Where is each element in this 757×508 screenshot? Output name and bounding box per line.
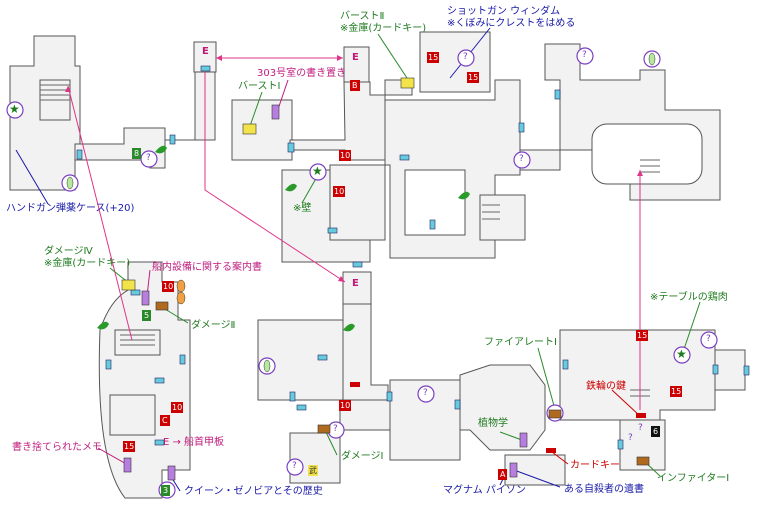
mystery-10: ? bbox=[628, 433, 633, 443]
elevator-s-marker: E bbox=[352, 278, 359, 289]
room-center-mid bbox=[329, 164, 386, 241]
room-elevator-n bbox=[343, 46, 370, 83]
label-burst1: バーストⅠ bbox=[238, 81, 281, 92]
room-east-stairs bbox=[479, 194, 526, 241]
badge-10-sw-lower: 10 bbox=[171, 402, 184, 413]
label-ship-guide: 船内設備に関する案内書 bbox=[152, 262, 262, 273]
badge-c: C bbox=[160, 415, 170, 426]
item-blocks bbox=[66, 52, 656, 481]
label-burst2-sub: ※金庫(カードキー) bbox=[340, 23, 427, 34]
label-handgun-ammo: ハンドガン弾薬ケース(+20) bbox=[6, 203, 135, 214]
label-suicide-note: ある自殺者の遺書 bbox=[564, 484, 644, 495]
room-south-center bbox=[389, 379, 461, 461]
leader-lines bbox=[15, 27, 701, 492]
mystery-7: ? bbox=[706, 334, 711, 344]
room-southwest-stairs bbox=[114, 329, 161, 356]
badge-6: 6 bbox=[651, 426, 661, 437]
room-elevator-s bbox=[342, 271, 372, 305]
room-south-corridor bbox=[342, 303, 389, 401]
room-south-octagon bbox=[459, 364, 546, 451]
badge-15-se-b: 15 bbox=[670, 386, 683, 397]
room-southwest-inner bbox=[109, 394, 156, 436]
badge-3: 3 bbox=[161, 485, 171, 496]
label-firerate1: ファイアレートⅠ bbox=[484, 337, 557, 348]
label-magnum: マグナム パイソン bbox=[443, 485, 526, 496]
label-room303: 303号室の書き置き bbox=[257, 68, 347, 79]
label-discarded-memo: 書き捨てられたメモ bbox=[12, 442, 102, 453]
badge-15-shotgun-b: 15 bbox=[467, 72, 480, 83]
label-queen-zenobia: クイーン・ゼノビアとその歴史 bbox=[184, 486, 323, 497]
star-wall: ★ bbox=[312, 164, 323, 178]
label-iron-key: 鉄輪の鍵 bbox=[586, 381, 626, 392]
label-damage4-sub: ※金庫(カードキー) bbox=[44, 258, 131, 269]
connector-lines bbox=[67, 57, 641, 410]
star-west: ★ bbox=[9, 102, 20, 116]
label-damage2: ダメージⅡ bbox=[191, 320, 236, 331]
badge-8: 8 bbox=[132, 148, 142, 159]
label-shotgun-sub: ※くぼみにクレストをはめる bbox=[447, 18, 576, 29]
label-table-chicken: ※テーブルの鶏肉 bbox=[650, 292, 728, 303]
badge-10-sw: 10 bbox=[162, 281, 175, 292]
herb-leaves bbox=[97, 145, 470, 332]
mystery-6: ? bbox=[333, 424, 338, 434]
mystery-9: ? bbox=[638, 423, 643, 433]
room-southwest-hall bbox=[98, 261, 191, 499]
room-east-courtyard bbox=[591, 123, 703, 185]
connector-arrowheads bbox=[65, 55, 643, 282]
rooms bbox=[9, 31, 746, 499]
label-shotgun-title: ショットガン ウィンダム bbox=[447, 6, 561, 17]
badge-10-south: 10 bbox=[339, 400, 352, 411]
badge-a: A bbox=[498, 469, 508, 480]
label-infighter1: インファイターⅠ bbox=[657, 473, 730, 484]
room-303 bbox=[231, 99, 293, 161]
label-burst2-title: バーストⅡ bbox=[340, 11, 385, 22]
star-table: ★ bbox=[676, 347, 687, 361]
label-botany: 植物学 bbox=[478, 418, 508, 429]
badge-10-center: 10 bbox=[333, 186, 346, 197]
mystery-5: ? bbox=[423, 388, 428, 398]
badge-10-north: 10 bbox=[339, 150, 352, 161]
label-to-bow-deck: E → 船首甲板 bbox=[163, 437, 225, 448]
mystery-1: ? bbox=[146, 153, 151, 163]
mystery-4: ? bbox=[582, 50, 587, 60]
mystery-2: ? bbox=[463, 52, 468, 62]
label-damage1: ダメージⅠ bbox=[341, 451, 384, 462]
badge-b: B bbox=[350, 80, 360, 91]
badge-5: 5 bbox=[142, 310, 152, 321]
doors bbox=[76, 65, 750, 450]
label-wall: ※壁 bbox=[293, 203, 312, 214]
badge-15-memo: 15 bbox=[123, 441, 136, 452]
room-southeast-hall bbox=[559, 329, 716, 421]
room-southeast-annex bbox=[714, 349, 746, 391]
mystery-8: ? bbox=[292, 461, 297, 471]
label-cardkey: カードキー bbox=[570, 460, 620, 471]
badge-15-shotgun-a: 15 bbox=[427, 52, 440, 63]
weapon-marker: 武 bbox=[308, 465, 318, 476]
elevator-n-marker: E bbox=[352, 52, 359, 63]
badge-15-se-a: 15 bbox=[636, 330, 649, 341]
mystery-3: ? bbox=[519, 154, 524, 164]
label-damage4-title: ダメージⅣ bbox=[44, 246, 93, 257]
elevator-nw-marker: E bbox=[202, 46, 209, 57]
mystery-circles bbox=[6, 47, 718, 499]
